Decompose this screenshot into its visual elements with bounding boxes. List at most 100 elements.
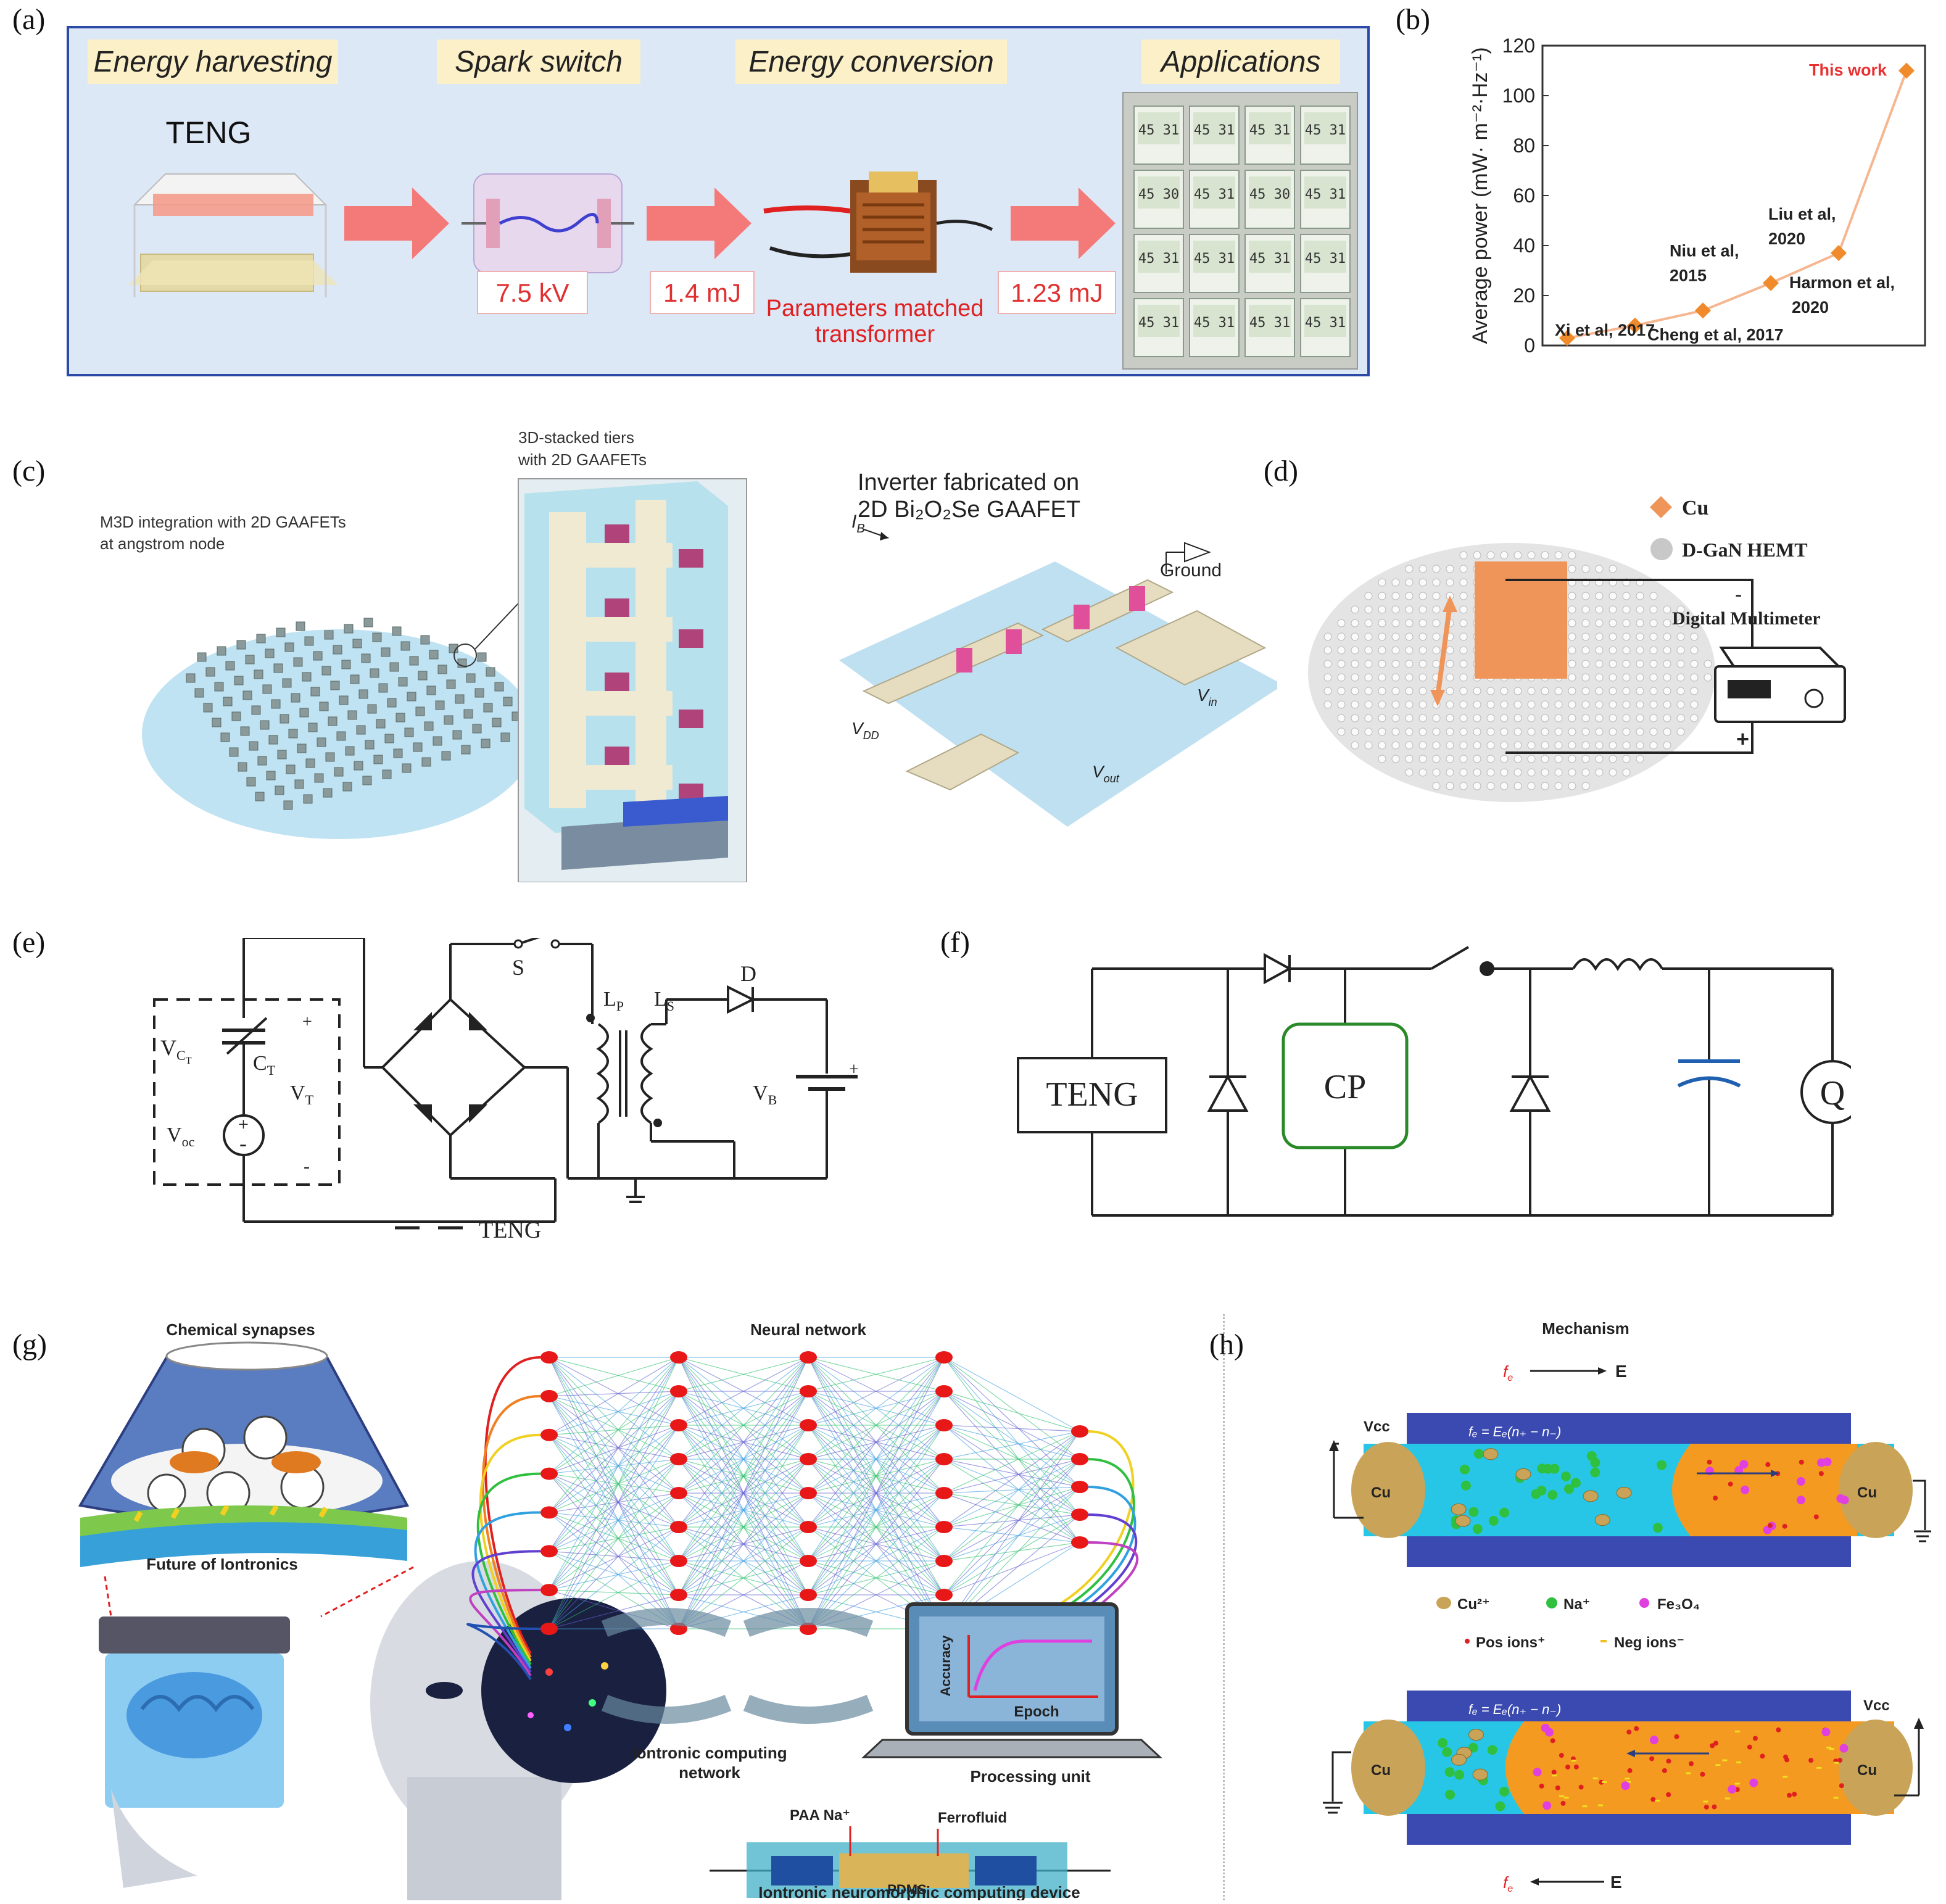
cu-ion — [1515, 1468, 1531, 1480]
nn-node — [1071, 1453, 1088, 1465]
hemt-dot — [1595, 605, 1604, 614]
pos-ion — [1689, 1761, 1694, 1766]
hemt-dot — [1446, 565, 1454, 573]
nn-edge — [549, 1391, 679, 1513]
hemt-dot — [1337, 619, 1346, 627]
panel-label-c: (c) — [12, 455, 46, 487]
nn-edge — [943, 1431, 1080, 1629]
hemt-dot — [1418, 646, 1427, 655]
nn-edge — [549, 1391, 679, 1629]
gaafet-device — [389, 662, 399, 672]
gaafet-device — [234, 676, 244, 685]
nn-node — [540, 1389, 558, 1402]
nn-edge — [549, 1357, 679, 1596]
nn-edge — [549, 1396, 679, 1494]
hemt-dot — [1595, 646, 1604, 655]
hemt-dot — [1446, 578, 1454, 587]
hemt-dot — [1622, 700, 1631, 709]
hemt-dot — [1486, 755, 1495, 763]
hemt-dot — [1609, 632, 1617, 641]
hemt-dot — [1676, 660, 1685, 668]
hemt-dot — [1595, 619, 1604, 627]
hemt-dot — [1595, 687, 1604, 695]
na-ion — [1570, 1478, 1581, 1488]
hemt-dot — [1337, 660, 1346, 668]
hemt-dot — [1364, 727, 1373, 736]
zoom-line — [474, 603, 519, 650]
hemt-dot — [1609, 700, 1617, 709]
display-unit: 45 31 — [1189, 106, 1240, 165]
panel-c: M3D integration with 2D GAAFETs at angst… — [93, 426, 1277, 882]
hemt-dot — [1500, 768, 1509, 777]
nn-edge — [943, 1459, 1080, 1515]
y-tick-label: 20 — [1513, 284, 1535, 307]
nn-edge — [678, 1357, 809, 1528]
display-unit: 45 31 — [1300, 234, 1351, 293]
pos-ion — [1713, 1741, 1718, 1746]
nn-edge — [549, 1434, 679, 1596]
nn-edge — [943, 1486, 1080, 1528]
panel-a-svg: Energy harvesting Spark switch Energy co… — [67, 26, 1370, 376]
hemt-dot — [1459, 673, 1468, 682]
hemt-dot — [1405, 619, 1414, 627]
pos-ion — [1710, 1743, 1715, 1749]
nn-node — [935, 1419, 953, 1431]
gaafet-device — [194, 688, 204, 698]
nn-node — [800, 1385, 817, 1397]
gaafet-device — [437, 664, 447, 674]
hemt-dot — [1568, 551, 1576, 560]
hemt-dot — [1446, 687, 1454, 695]
hemt-dot — [1595, 700, 1604, 709]
cu-ion — [1583, 1490, 1599, 1502]
hemt-dot — [1704, 660, 1712, 668]
nn-edge — [549, 1473, 679, 1596]
hemt-dot — [1351, 605, 1359, 614]
cu-ion — [1594, 1514, 1610, 1526]
hemt-dot — [1649, 673, 1658, 682]
hemt-dot — [1541, 700, 1549, 709]
hemt-dot — [1405, 727, 1414, 736]
na-ion — [1657, 1460, 1667, 1470]
hemt-dot — [1405, 605, 1414, 614]
display-unit: 45 31 — [1300, 170, 1351, 229]
gaafet-device — [288, 729, 298, 739]
fe3o4-particle — [1823, 1457, 1832, 1467]
neural-network-nodes — [540, 1351, 1088, 1635]
hemt-dot — [1432, 714, 1441, 722]
gaafet-device — [279, 714, 289, 724]
hemt-dot — [1541, 768, 1549, 777]
fe3o4-particle — [1796, 1476, 1805, 1486]
heading-applications: Applications — [1159, 46, 1321, 78]
hemt-dot — [1337, 646, 1346, 655]
nn-edge — [808, 1357, 945, 1562]
battery-plus: + — [849, 1060, 859, 1079]
na-ion — [1560, 1471, 1571, 1481]
heading-box-3 — [735, 39, 1007, 84]
laptop-illustration — [861, 1602, 1162, 1758]
panel-e-svg: S LP LS D VB + VCT CT VT Voc + - + - TEN… — [153, 938, 859, 1243]
gaafet-device — [418, 671, 428, 681]
nn-node — [670, 1555, 687, 1567]
nn-node — [540, 1506, 558, 1519]
hemt-dot — [1568, 782, 1576, 790]
gaafet-device — [299, 708, 309, 718]
gaafet-device — [398, 677, 408, 687]
gaafet-device — [354, 761, 363, 771]
gaafet-device — [304, 636, 314, 646]
nn-edge — [678, 1357, 809, 1426]
nn-edge — [549, 1589, 679, 1596]
hemt-dot — [1473, 727, 1481, 736]
label-xi: Xi et al, 2017 — [1555, 321, 1655, 339]
data-point — [1559, 329, 1575, 346]
nn-edge — [549, 1492, 679, 1513]
nn-edge — [549, 1391, 679, 1436]
hemt-dot — [1636, 632, 1644, 641]
hemt-dot — [1418, 714, 1427, 722]
hemt-dot — [1513, 551, 1522, 560]
hemt-dot — [1568, 700, 1576, 709]
hemt-dot — [1378, 605, 1386, 614]
hemt-dot — [1473, 714, 1481, 722]
vin-label: Vin — [1197, 685, 1217, 708]
